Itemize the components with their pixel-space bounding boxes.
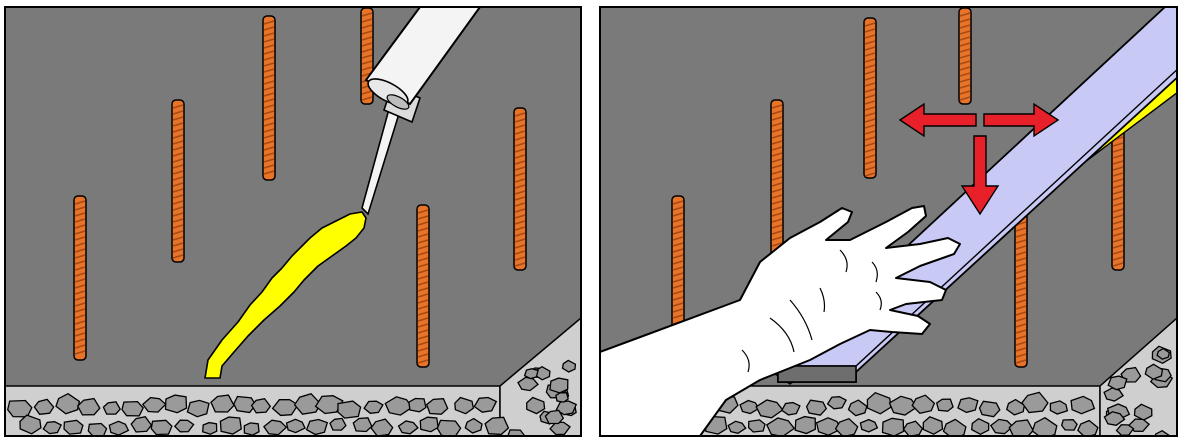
rebar-bar <box>172 100 184 262</box>
rebar-bar <box>771 100 783 262</box>
rebar-bar <box>514 108 526 270</box>
rebar-bar <box>864 18 876 178</box>
rebar-bar <box>74 196 86 360</box>
rebar-bar <box>417 205 429 367</box>
panel-apply-sealant <box>5 7 581 439</box>
rebar-bar <box>263 16 275 180</box>
concrete-wall <box>5 7 581 436</box>
rebar-bar <box>959 8 971 104</box>
panel-press-waterstop <box>600 7 1181 439</box>
rebar-bar <box>1015 205 1027 367</box>
